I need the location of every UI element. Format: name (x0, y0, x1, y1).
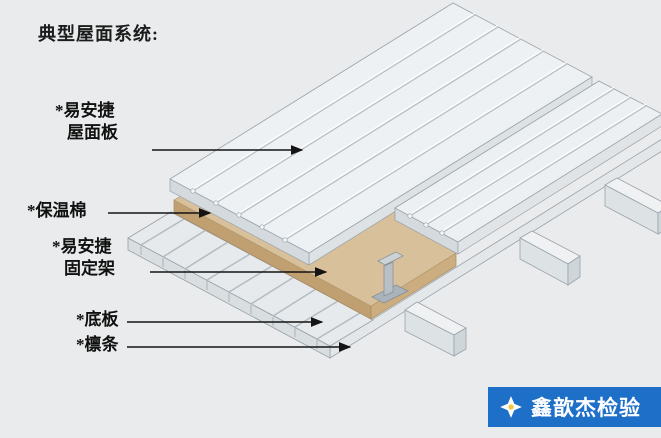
callout-roof-panel-line1: *易安捷 (55, 101, 115, 120)
callout-arrows (108, 145, 352, 352)
panel-seam-highlights-right (409, 86, 647, 232)
panel-seam-highlights-left (192, 12, 568, 239)
callout-clip-bracket-line2: 固定架 (64, 259, 115, 278)
callout-insulation: *保温棉 (27, 200, 87, 222)
roof-panel-group-left (169, 2, 593, 266)
purlin-end-3 (604, 177, 661, 235)
callout-insulation-line1: *保温棉 (27, 201, 87, 220)
callout-clip-bracket-line1: *易安捷 (52, 237, 112, 256)
page-title: 典型屋面系统: (38, 24, 159, 44)
watermark-text: 鑫歆杰检验 (531, 396, 641, 420)
clip-bracket (371, 251, 409, 304)
panel-seams-left (192, 14, 568, 241)
panel-seam-clips-right (407, 213, 445, 236)
panel-seam-clips-left (190, 188, 288, 243)
callout-clip-bracket: *易安捷 固定架 (52, 236, 115, 280)
roof-panel-group-right (394, 80, 661, 255)
purlin-end-2 (519, 230, 581, 286)
purlin-layer (404, 177, 661, 357)
callout-base-sheet: *底板 (76, 309, 119, 331)
deck-edge-ticks (140, 246, 318, 349)
callout-roof-panel-line2: 屋面板 (67, 123, 118, 142)
watermark-logo-icon (498, 394, 524, 420)
callout-roof-panel: *易安捷 屋面板 (55, 100, 118, 144)
panel-seams-right (409, 88, 647, 234)
callout-base-sheet-line1: *底板 (76, 310, 119, 329)
callout-purlin-line1: *檩条 (76, 335, 119, 354)
base-deck-layer (127, 139, 661, 359)
callout-purlin: *檩条 (76, 334, 119, 356)
watermark: 鑫歆杰检验 (488, 387, 661, 427)
purlin-end-1 (404, 301, 467, 357)
